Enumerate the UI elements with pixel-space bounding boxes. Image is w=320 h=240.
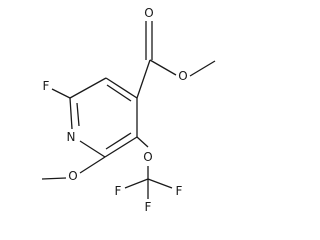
bond-c2-n	[79, 140, 106, 158]
bond-c5-c4	[105, 77, 138, 99]
bond-ccf3-fright	[147, 178, 173, 189]
atom-ocf3-oxygen: O	[143, 150, 152, 164]
bond-omethoxy-methyl	[41, 177, 67, 180]
bond-n-c6-inner	[76, 102, 80, 127]
atom-ester-oxygen: O	[178, 69, 187, 83]
molecule-diagram: F N O O O O F F F	[41, 6, 216, 214]
atom-cf3-fluorine-left: F	[115, 184, 122, 198]
atom-ring-fluorine: F	[43, 79, 50, 93]
bond-ccarbonyl-oester	[149, 59, 177, 76]
bond-oester-methyl	[189, 60, 216, 77]
atom-ring-nitrogen: N	[67, 130, 76, 144]
atom-cf3-fluorine-bottom: F	[145, 200, 152, 214]
bond-c3-ocf3	[136, 136, 149, 148]
bond-c4-ccarbonyl	[136, 59, 151, 99]
bond-c2-omethoxy	[79, 156, 106, 174]
bond-c3-c2	[104, 136, 138, 158]
structure-canvas: F N O O O O F F F	[41, 6, 216, 214]
bond-n-c6	[69, 97, 73, 130]
bond-c4-c5-inner	[106, 84, 132, 102]
atom-cf3-fluorine-right: F	[176, 184, 183, 198]
atom-carbonyl-oxygen: O	[144, 6, 153, 20]
bond-c6-f	[51, 88, 71, 99]
bond-ccf3-fleft	[124, 178, 149, 189]
bond-c3-c2-inner	[105, 132, 132, 150]
bond-c6-c5	[69, 77, 107, 99]
atom-methoxy-oxygen: O	[68, 169, 77, 183]
